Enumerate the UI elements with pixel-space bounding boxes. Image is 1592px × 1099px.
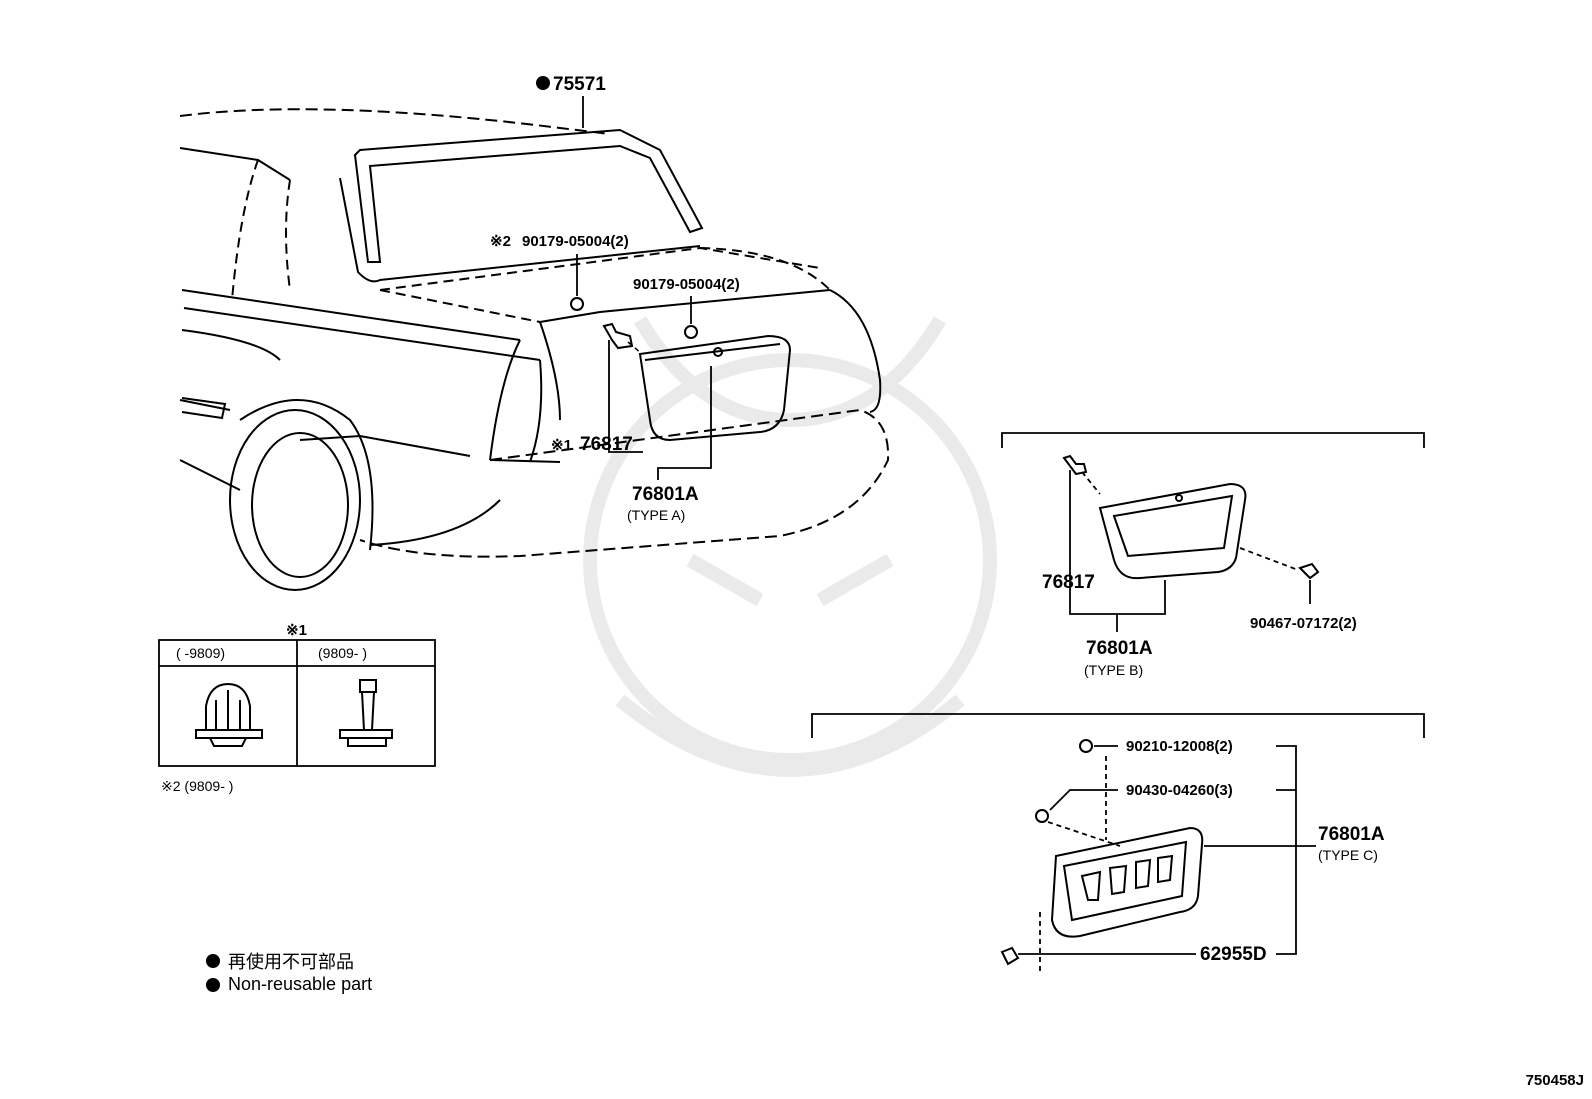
leader-lines-type-c (1018, 745, 1316, 972)
legend-dot-icon (206, 954, 220, 968)
clip-star1-76817[interactable] (602, 322, 634, 350)
label-clip-c[interactable]: 90430-04260(3) (1126, 782, 1233, 799)
type-b-group-frame (1001, 432, 1425, 448)
clip-90430-04260[interactable] (1035, 809, 1049, 823)
mark-star2: ※2 (490, 233, 511, 250)
label-nut-c[interactable]: 90210-12008(2) (1126, 738, 1233, 755)
legend-jp: 再使用不可部品 (206, 948, 354, 974)
weatherstrip-75571[interactable] (339, 128, 704, 283)
type-c-group-frame (811, 713, 1425, 738)
note-table (158, 639, 436, 767)
label-clip-star1[interactable]: 76817 (580, 434, 633, 455)
car-body-drawing (179, 108, 890, 591)
label-garnish-a[interactable]: 76801A (632, 484, 699, 505)
label-sub-c[interactable]: 62955D (1200, 944, 1267, 965)
label-type-a: (TYPE A) (627, 507, 685, 523)
nut-90210-12008[interactable] (1079, 739, 1093, 753)
legend-dot-icon (206, 977, 220, 992)
note-table-col2: (9809- ) (318, 645, 367, 661)
mark-star1: ※1 (551, 437, 572, 454)
label-screw-b[interactable]: 90467-07172(2) (1250, 615, 1357, 632)
screw-90467-07172[interactable] (1298, 562, 1320, 580)
license-garnish-type-c[interactable] (1050, 826, 1204, 938)
clip-leader-dash (627, 341, 643, 355)
bolt-62955d[interactable] (1000, 946, 1020, 966)
legend-en-text: Non-reusable part (228, 974, 373, 994)
label-type-c: (TYPE C) (1318, 847, 1378, 863)
note2-text: ※2 (9809- ) (161, 778, 233, 794)
legend-en: Non-reusable part (206, 974, 372, 995)
non-reusable-dot-icon (536, 76, 550, 90)
legend-jp-text: 再使用不可部品 (228, 952, 354, 972)
note-table-title: ※1 (286, 622, 307, 639)
labels: 75571 ※2 90179-05004(2) 90179-05004(2) ※… (161, 74, 1385, 965)
bolt-90179-05004[interactable] (570, 297, 698, 339)
note-table-col1: ( -9809) (176, 645, 225, 661)
leader-lines-main (576, 96, 712, 480)
clip-76817-type-b[interactable] (1062, 454, 1088, 476)
label-garnish-c[interactable]: 76801A (1318, 824, 1385, 845)
leader-lines-type-b (1069, 470, 1311, 632)
label-weatherstrip[interactable]: 75571 (553, 74, 606, 95)
diagram-code: 750458J (1525, 1072, 1584, 1089)
license-garnish-type-a[interactable] (638, 334, 792, 442)
clip-old-type-icon (195, 682, 263, 747)
label-bolt[interactable]: 90179-05004(2) (633, 276, 740, 293)
label-bolt-star2[interactable]: 90179-05004(2) (522, 233, 629, 250)
label-type-b: (TYPE B) (1084, 662, 1143, 678)
label-garnish-b[interactable]: 76801A (1086, 638, 1153, 659)
license-garnish-type-b[interactable] (1098, 482, 1247, 580)
clip-new-type-icon (339, 679, 393, 747)
label-clip-b[interactable]: 76817 (1042, 572, 1095, 593)
